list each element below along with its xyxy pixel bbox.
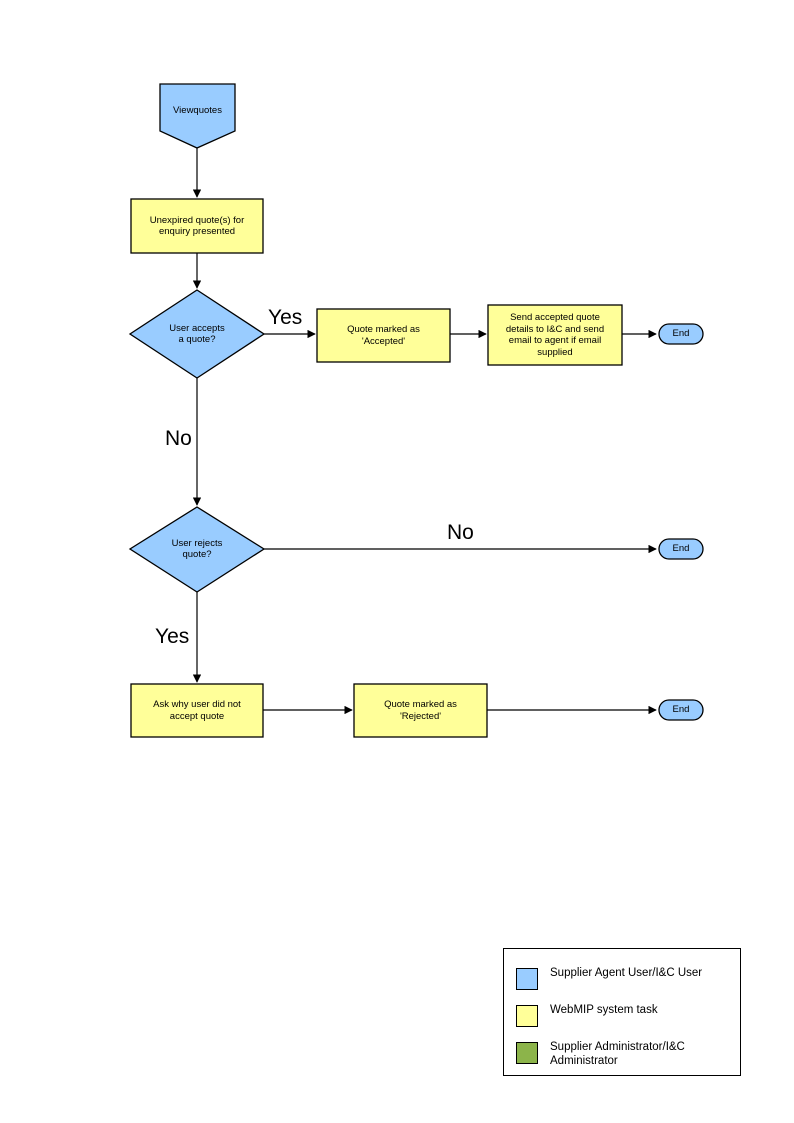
edge-label-accepts-yes: Yes [268, 306, 303, 329]
edge-label-accepts-no: No [165, 427, 192, 450]
node-decision-user-rejects[interactable] [128, 506, 266, 593]
legend-item-webmip-system-task: WebMIP system task [516, 1004, 658, 1027]
node-end-1-label: End [672, 328, 690, 339]
node-start-viewquotes[interactable] [159, 83, 236, 149]
node-end-3-label: End [672, 704, 690, 715]
node-quote-marked-accepted[interactable] [316, 308, 451, 363]
legend-label-supplier-administrator: Supplier Administrator/I&C Administrator [550, 1041, 685, 1067]
legend-panel: Supplier Agent User/I&C User WebMIP syst… [503, 948, 741, 1076]
legend-swatch-blue [516, 968, 538, 990]
legend-item-supplier-administrator: Supplier Administrator/I&C Administrator [516, 1041, 685, 1068]
node-decision-user-accepts[interactable] [128, 289, 266, 379]
node-ask-why-not-accepted[interactable] [130, 683, 264, 738]
edge-label-rejects-no: No [447, 521, 474, 544]
legend-label-supplier-agent: Supplier Agent User/I&C User [550, 967, 703, 979]
node-send-accepted-quote-details[interactable] [487, 304, 623, 366]
node-end-3[interactable] [658, 699, 704, 721]
legend-swatch-green [516, 1042, 538, 1064]
legend-label-webmip-system-task: WebMIP system task [550, 1004, 658, 1016]
edge-label-rejects-yes: Yes [155, 625, 190, 648]
node-end-2[interactable] [658, 538, 704, 560]
node-quote-marked-rejected[interactable] [353, 683, 488, 738]
node-unexpired-quotes[interactable] [130, 198, 264, 254]
legend-item-supplier-agent: Supplier Agent User/I&C User [516, 967, 702, 990]
node-end-1[interactable] [658, 323, 704, 345]
legend-swatch-yellow [516, 1005, 538, 1027]
node-end-2-label: End [672, 543, 690, 554]
